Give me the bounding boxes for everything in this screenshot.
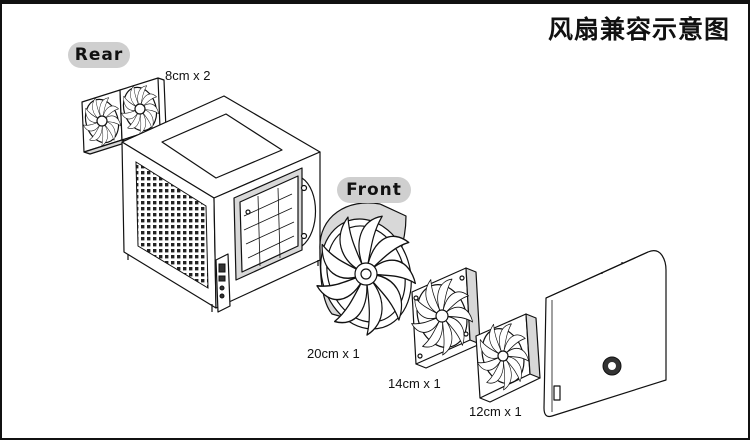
- front-fan-12cm: [469, 312, 541, 403]
- pc-case: [121, 95, 321, 313]
- rear-fan-label: 8cm x 2: [165, 68, 211, 83]
- front-medium-fan-label: 14cm x 1: [388, 376, 441, 391]
- front-small-fan-label: 12cm x 1: [469, 404, 522, 419]
- front-fan-14cm: [402, 266, 481, 369]
- front-tag: Front: [337, 177, 411, 203]
- front-cover-panel: [543, 250, 667, 418]
- rear-tag: Rear: [68, 42, 130, 68]
- front-large-fan-label: 20cm x 1: [307, 346, 360, 361]
- diagram-title: 风扇兼容示意图: [547, 15, 730, 44]
- front-fan-20cm: [301, 196, 429, 350]
